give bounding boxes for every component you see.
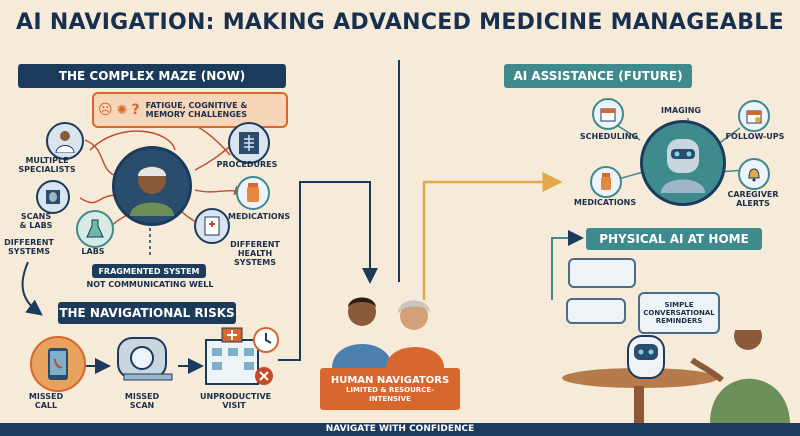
- physical-ai-banner: PHYSICAL AI AT HOME: [586, 228, 762, 250]
- imaging-label: IMAGING: [661, 106, 701, 115]
- mri-scanner-icon: [114, 334, 174, 388]
- ai-assistance-banner: AI ASSISTANCE (FUTURE): [504, 64, 692, 88]
- reminder-text: SIMPLE CONVERSATIONAL REMINDERS: [643, 300, 715, 326]
- not-communicating-label: NOT COMMUNICATING WELL: [86, 280, 214, 289]
- thought-text: FATIGUE, COGNITIVE & MEMORY CHALLENGES: [145, 100, 248, 119]
- bell-icon: [738, 158, 770, 190]
- section-divider: [398, 60, 400, 282]
- patient-avatar: [112, 146, 192, 226]
- clinic-building-icon: [202, 326, 280, 390]
- navigators-label: HUMAN NAVIGATORS: [330, 375, 450, 387]
- risk-unproductive-visit: UNPRODUCTIVE VISIT: [200, 392, 272, 411]
- health-systems-label: DIFFERENT HEALTH SYSTEMS: [230, 240, 280, 268]
- question-icon: ?: [131, 102, 140, 118]
- navigators-box: HUMAN NAVIGATORS LIMITED & RESOURCE-INTE…: [320, 368, 460, 410]
- footer-banner: NAVIGATE WITH CONFIDENCE: [0, 423, 800, 436]
- specialists-label: MULTIPLE SPECIALISTS: [18, 156, 76, 175]
- navigators-sub: LIMITED & RESOURCE-INTENSIVE: [345, 386, 435, 403]
- caregiver-alerts-label: CAREGIVER ALERTS: [727, 190, 779, 209]
- home-scene-illustration: [560, 322, 800, 423]
- complex-maze-label: THE COMPLEX MAZE (NOW): [58, 69, 246, 83]
- systems-label: DIFFERENT SYSTEMS: [4, 238, 54, 257]
- sad-face-icon: ☹: [98, 102, 113, 118]
- reminder-bubble: SIMPLE CONVERSATIONAL REMINDERS: [638, 292, 720, 334]
- speech-bubble-large: [568, 258, 636, 288]
- fragmented-system-badge: FRAGMENTED SYSTEM: [92, 264, 206, 278]
- ai-robot-avatar: [640, 120, 726, 206]
- procedures-label: PROCEDURES: [216, 160, 278, 169]
- risk-missed-scan: MISSED SCAN: [124, 392, 160, 411]
- followup-calendar-icon: [738, 100, 770, 132]
- navigators-illustration: [322, 290, 454, 368]
- physical-ai-label: PHYSICAL AI AT HOME: [599, 232, 749, 246]
- ai-assistance-label: AI ASSISTANCE (FUTURE): [513, 69, 683, 83]
- complex-maze-banner: THE COMPLEX MAZE (NOW): [18, 64, 286, 88]
- page-title: AI NAVIGATION: MAKING ADVANCED MEDICINE …: [16, 10, 784, 35]
- doctor-icon: [46, 122, 84, 160]
- risk-missed-call: MISSED CALL: [28, 392, 64, 411]
- calendar-icon: [592, 98, 624, 130]
- risks-banner: THE NAVIGATIONAL RISKS: [58, 302, 236, 324]
- medication-bottle-icon: [590, 166, 622, 198]
- pill-bottle-icon: [236, 176, 270, 210]
- risks-label: THE NAVIGATIONAL RISKS: [59, 306, 235, 320]
- hospital-doc-icon: [194, 208, 230, 244]
- xray-icon: [228, 122, 270, 164]
- fragmented-label: FRAGMENTED SYSTEM: [98, 266, 200, 276]
- speech-bubble-medium: [566, 298, 626, 324]
- scheduling-label: SCHEDULING: [579, 132, 639, 141]
- followups-label: FOLLOW-UPS: [725, 132, 785, 141]
- thought-bubble: ☹ ✺ ? FATIGUE, COGNITIVE & MEMORY CHALLE…: [92, 92, 288, 128]
- phone-icon: [30, 336, 86, 392]
- scans-label: SCANS & LABS: [19, 212, 53, 231]
- medications-label: MEDICATIONS: [228, 212, 291, 221]
- brain-icon: ✺: [116, 102, 128, 118]
- flask-icon: [76, 210, 114, 248]
- labs-label: LABS: [81, 247, 105, 256]
- ai-medications-label: MEDICATIONS: [573, 198, 637, 207]
- scan-icon: [36, 180, 70, 214]
